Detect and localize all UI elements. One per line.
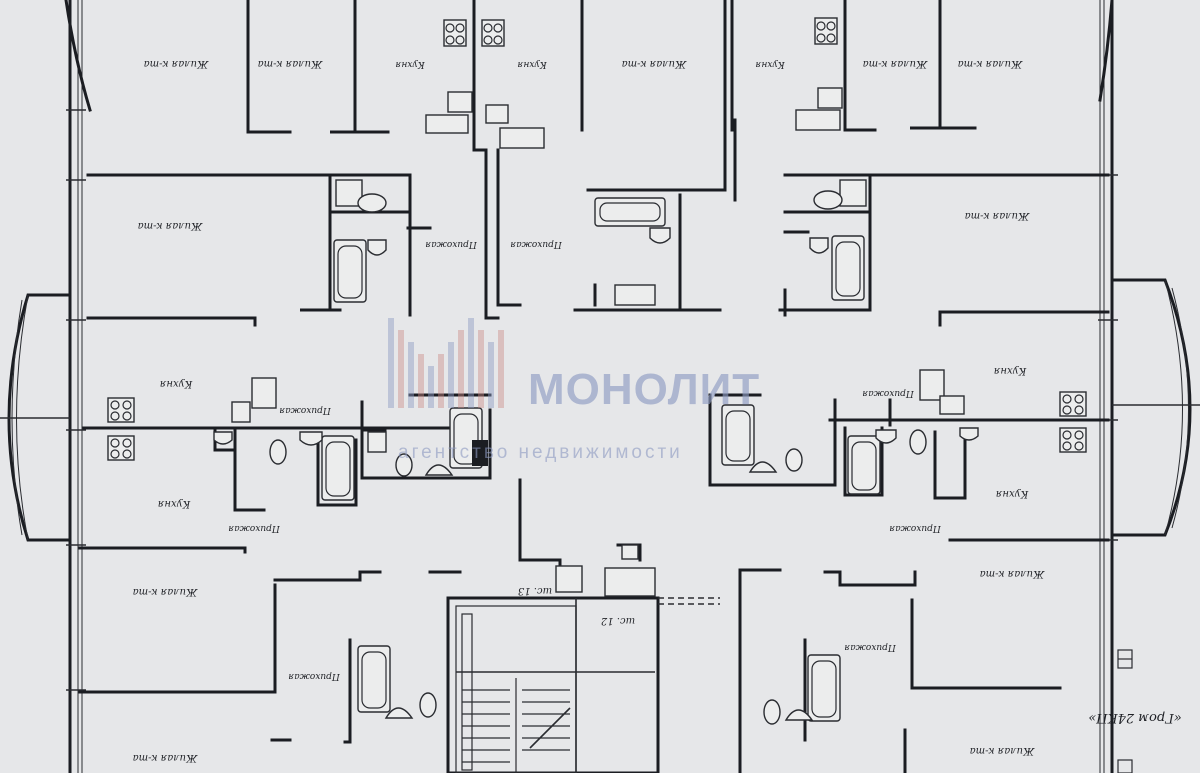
middle-row-walls <box>82 393 1110 512</box>
room-label: Кухня <box>395 59 425 69</box>
bathroom-left-upper <box>333 179 387 303</box>
room-labels-hall: Прихожая Прихожая Прихожая Прихожая Прих… <box>228 239 941 681</box>
stair-core <box>446 544 720 773</box>
room-label: Прихожая <box>228 523 280 533</box>
room-label: Прихожая <box>425 239 477 249</box>
room-label: Прихожая <box>889 523 941 533</box>
room-label: Кухня <box>517 59 547 69</box>
top-row-walls <box>246 0 977 320</box>
bathroom-center-left <box>367 407 488 477</box>
kitchen-stoves <box>107 391 1087 461</box>
watermark-title: МОНОЛИТ <box>528 365 760 414</box>
room-label: Жилая к-та <box>965 210 1031 221</box>
room-label: Жилая к-та <box>144 58 210 69</box>
left-bay-balcony <box>0 293 72 542</box>
watermark-subtitle: агентство недвижимости <box>398 442 683 463</box>
room-labels-kitchen: Кухня Кухня Кухня Кухня Кухня Кухня Кухн… <box>158 59 1029 509</box>
room-label: Кухня <box>755 59 785 69</box>
room-label: Жилая к-та <box>863 58 929 69</box>
room-label: Прихожая <box>279 405 331 415</box>
ventilation-shafts-top <box>443 17 838 47</box>
room-label: Кухня <box>994 365 1027 376</box>
room-label: Кухня <box>158 498 191 509</box>
room-label: Прихожая <box>844 642 896 652</box>
room-label: Жилая к-та <box>622 58 688 69</box>
room-label: Жилая к-та <box>258 58 324 69</box>
room-label: Кухня <box>160 378 193 389</box>
stair-label-left: шс. 13 <box>518 585 552 596</box>
bathroom-right-middle <box>847 369 979 495</box>
bathroom-right-upper <box>809 179 867 301</box>
room-label: Прихожая <box>288 671 340 681</box>
axis-marks <box>1117 649 1133 773</box>
room-labels-living: Жилая к-та Жилая к-та Жилая к-та Жилая к… <box>133 58 1046 763</box>
bathroom-right-lower <box>763 654 841 725</box>
room-label: Жилая к-та <box>133 586 199 597</box>
bathroom-left-lower <box>357 645 437 719</box>
staircase-steps <box>461 613 571 773</box>
room-label: Жилая к-та <box>958 58 1024 69</box>
project-note: «Гром 24КП» <box>1088 710 1182 725</box>
watermark-logo-icon <box>388 318 504 408</box>
bathroom-left-middle <box>213 377 355 501</box>
left-facade-wall <box>66 0 86 773</box>
watermark: МОНОЛИТ агентство недвижимости <box>388 318 760 463</box>
stair-label-right: шс. 12 <box>601 615 635 626</box>
bathroom-center-upper <box>593 197 671 307</box>
right-facade-wall <box>1098 0 1118 773</box>
room-label: Прихожая <box>862 388 914 398</box>
room-label: Жилая к-та <box>133 752 199 763</box>
room-label: Жилая к-та <box>138 220 204 231</box>
room-label: Кухня <box>996 488 1029 499</box>
second-row-walls <box>86 173 1110 327</box>
room-label: Жилая к-та <box>970 745 1036 756</box>
right-bay-balcony <box>1110 278 1200 537</box>
bathroom-center-right <box>721 404 803 473</box>
room-label: Жилая к-та <box>980 568 1046 579</box>
room-label: Прихожая <box>510 239 562 249</box>
top-bathroom-units <box>425 87 843 149</box>
